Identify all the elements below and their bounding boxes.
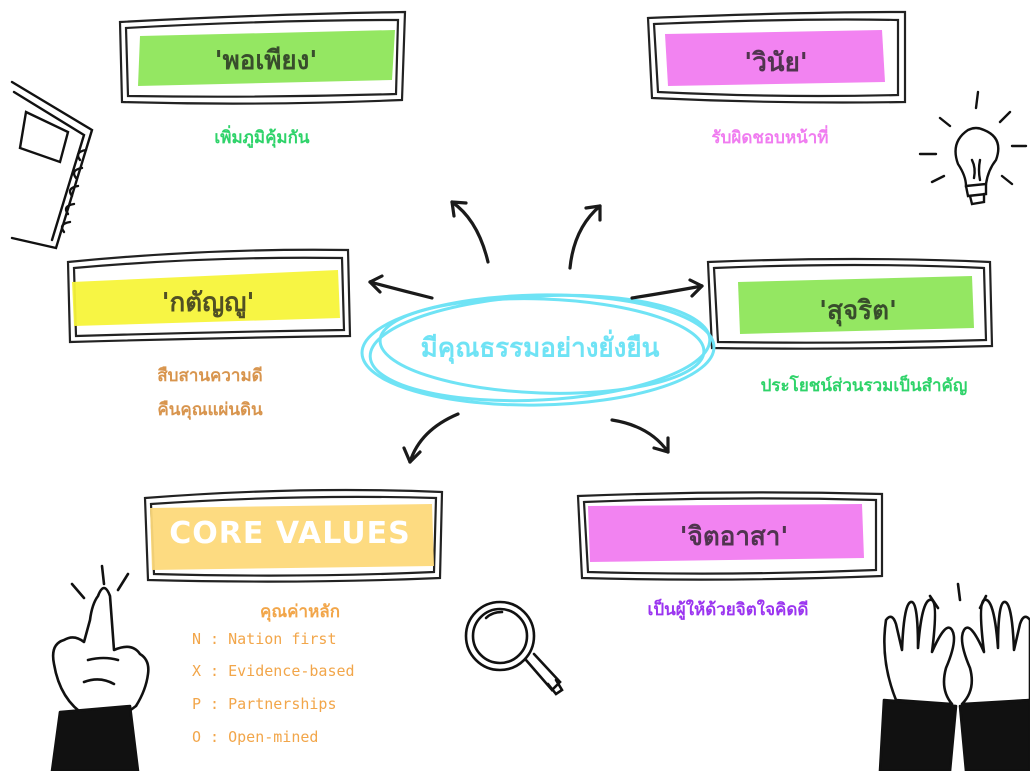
highlight-katanyu bbox=[72, 270, 340, 326]
box-frame-core bbox=[143, 488, 444, 583]
arrow-down-left bbox=[402, 412, 460, 464]
highlight-core bbox=[150, 504, 434, 570]
core-value-item: X : Evidence-based bbox=[192, 662, 355, 680]
magnifier-icon bbox=[464, 600, 564, 696]
highlight-porpiang bbox=[138, 30, 395, 86]
arrow-up-right bbox=[568, 204, 602, 270]
pointing-hand-icon bbox=[50, 564, 150, 771]
box-frame-sujarit bbox=[706, 257, 994, 350]
box-title-sujarit: 'สุจริต' bbox=[819, 296, 897, 326]
core-values-subtitle: คุณค่าหลัก bbox=[260, 602, 340, 622]
highlight-winai bbox=[665, 30, 885, 86]
highlight-sujarit bbox=[738, 276, 974, 334]
arrow-right bbox=[630, 278, 704, 300]
highlight-jitasa bbox=[588, 504, 864, 562]
arrow-down-right bbox=[610, 418, 670, 454]
core-values-title: CORE VALUES bbox=[169, 516, 411, 551]
box-title-porpiang: 'พอเพียง' bbox=[214, 46, 318, 76]
box-subtitle-katanyu-1: สืบสานความดี bbox=[157, 366, 263, 386]
center-scribble bbox=[360, 293, 716, 407]
box-title-winai: 'วินัย' bbox=[744, 48, 808, 78]
box-subtitle-sujarit: ประโยชน์ส่วนรวมเป็นสำคัญ bbox=[760, 376, 968, 396]
box-frame-porpiang bbox=[118, 10, 407, 105]
notebook-icon bbox=[10, 80, 94, 250]
box-frame-jitasa bbox=[576, 491, 884, 581]
box-title-katanyu: 'กตัญญู' bbox=[161, 288, 255, 318]
core-value-item: O : Open-mined bbox=[192, 728, 319, 746]
center-topic: มีคุณธรรมอย่างยั่งยืน bbox=[420, 333, 660, 364]
box-frame-winai bbox=[646, 10, 907, 104]
box-title-jitasa: 'จิตอาสา' bbox=[679, 522, 789, 552]
box-frame-katanyu bbox=[66, 248, 352, 344]
arrow-up-left bbox=[450, 200, 490, 264]
box-subtitle-jitasa: เป็นผู้ให้ด้วยจิตใจคิดดี bbox=[647, 600, 809, 620]
box-subtitle-winai: รับผิดชอบหน้าที่ bbox=[711, 128, 829, 148]
core-value-item: P : Partnerships bbox=[192, 695, 337, 713]
lightbulb-icon bbox=[918, 90, 1028, 206]
box-subtitle-katanyu-2: คืนคุณแผ่นดิน bbox=[157, 400, 263, 420]
core-value-item: N : Nation first bbox=[192, 630, 337, 648]
box-subtitle-porpiang: เพิ่มภูมิคุ้มกัน bbox=[214, 128, 310, 148]
raised-hands-icon bbox=[878, 582, 1030, 771]
arrow-left bbox=[368, 274, 434, 300]
